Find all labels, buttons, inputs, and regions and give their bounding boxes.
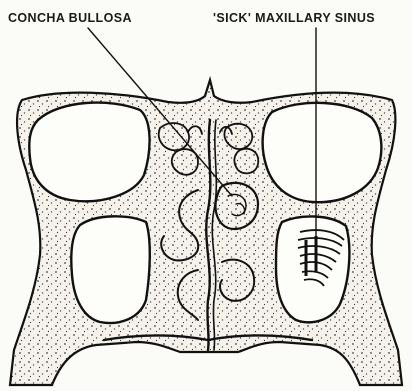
left-maxillary-sinus [71,216,150,323]
right-maxillary-sinus [276,216,349,322]
label-concha-bullosa: CONCHA BULLOSA [8,11,132,25]
right-orbit [263,103,382,202]
left-orbit [29,103,149,202]
label-sick-maxillary-sinus: 'SICK' MAXILLARY SINUS [213,11,375,25]
